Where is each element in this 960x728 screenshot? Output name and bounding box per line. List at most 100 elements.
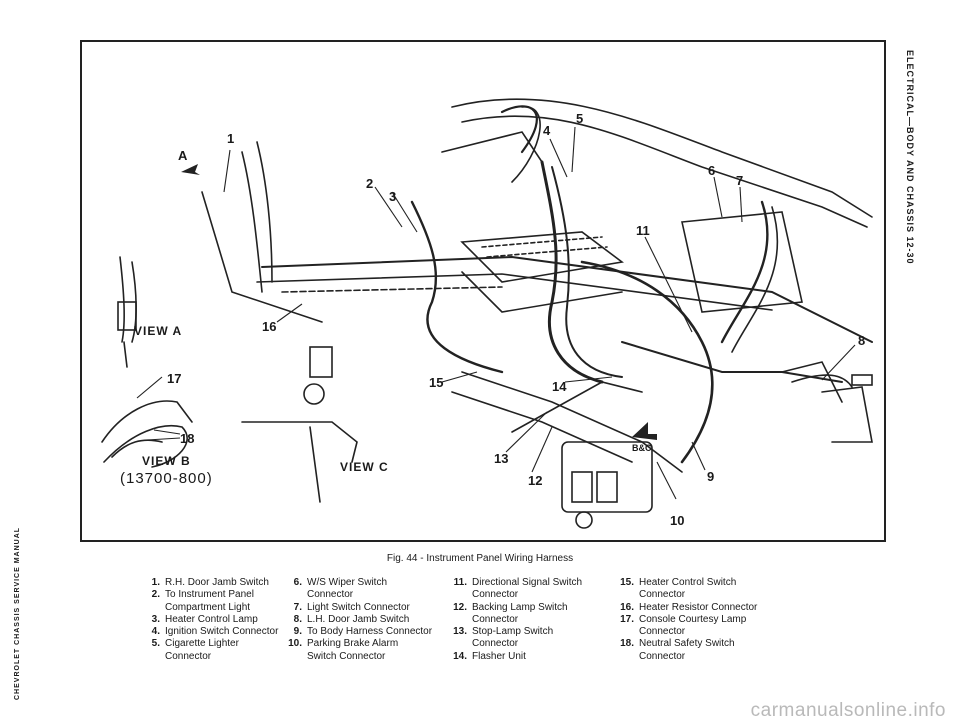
figure-frame: 1 2 3 4 5 6 7 8 9 10 11 12 13 14 15 16 1…	[80, 40, 886, 542]
legend-text: To Body Harness Connector	[307, 626, 433, 638]
legend-text: Connector	[307, 589, 354, 601]
legend-number: 3.	[151, 613, 160, 625]
legend-number	[282, 589, 307, 601]
legend-text: Directional Signal Switch	[472, 577, 583, 588]
legend-number: 2.	[151, 589, 160, 601]
legend-text: Stop-Lamp Switch	[472, 626, 554, 638]
legend-text: Switch Connector	[307, 650, 386, 662]
callout-11: 11	[636, 223, 650, 238]
legend-item: 2. To Instrument Panel	[140, 589, 278, 601]
legend-item: Connector	[614, 651, 757, 663]
view-b-model: (13700-800)	[120, 470, 213, 487]
legend-text: Connector	[639, 589, 686, 601]
legend-text: Neutral Safety Switch	[639, 638, 735, 650]
legend-number: 18.	[620, 638, 634, 650]
arrow-bc-label: B&C	[632, 443, 652, 453]
legend-text: Console Courtesy Lamp	[639, 613, 747, 625]
view-c-label: VIEW C	[340, 460, 389, 474]
callout-17: 17	[167, 371, 182, 386]
legend-item: 13. Stop-Lamp Switch	[447, 626, 582, 638]
legend-item: Switch Connector	[282, 651, 432, 663]
legend-item: 4. Ignition Switch Connector	[140, 626, 279, 638]
legend-item: 15.Heater Control Switch	[614, 577, 757, 589]
legend-item: 5. Cigarette Lighter	[140, 638, 278, 650]
legend-text: L.H. Door Jamb Switch	[307, 613, 410, 625]
legend-number	[140, 651, 165, 663]
legend-number: 17.	[620, 613, 634, 625]
legend-number: 15.	[620, 577, 634, 588]
legend-item: 3. Heater Control Lamp	[140, 614, 278, 626]
view-b-label: VIEW B	[142, 454, 191, 468]
legend-item: Compartment Light	[140, 602, 278, 614]
legend-text: Connector	[165, 650, 212, 662]
callout-12: 12	[528, 473, 543, 488]
legend-item: Connector	[282, 589, 432, 601]
callout-15: 15	[429, 375, 444, 390]
legend-text: To Instrument Panel	[165, 589, 254, 601]
legend-item: 12.Backing Lamp Switch	[447, 602, 582, 614]
legend-item: Connector	[447, 589, 582, 601]
callout-9: 9	[707, 469, 715, 484]
legend-item: 14.Flasher Unit	[447, 651, 582, 663]
legend-text: Heater Control Lamp	[165, 613, 258, 625]
legend-number: 16.	[620, 601, 634, 613]
side-header-right: ELECTRICAL—BODY AND CHASSIS 12-30	[905, 50, 915, 265]
legend-text: Light Switch Connector	[307, 601, 410, 613]
legend-text: R.H. Door Jamb Switch	[165, 577, 269, 588]
legend-number: 9.	[293, 626, 302, 638]
legend-number	[282, 651, 307, 663]
callout-2: 2	[366, 176, 374, 191]
legend-text: Cigarette Lighter	[165, 638, 239, 650]
legend-number	[614, 589, 639, 601]
legend-item: Connector	[447, 638, 582, 650]
legend-item: 11. Directional Signal Switch	[447, 577, 582, 589]
callout-8: 8	[858, 333, 866, 348]
legend-text: Heater Resistor Connector	[639, 601, 758, 613]
legend-number: 4.	[151, 626, 160, 638]
legend-number: 8.	[293, 613, 302, 625]
legend-text: Connector	[639, 626, 686, 638]
legend-text: Parking Brake Alarm	[307, 638, 399, 650]
legend-item: 7.Light Switch Connector	[282, 602, 432, 614]
legend-number: 12.	[453, 601, 467, 613]
callout-1: 1	[227, 131, 235, 146]
legend-number: 13.	[453, 626, 467, 638]
legend-text: Ignition Switch Connector	[165, 626, 279, 638]
callout-5: 5	[576, 111, 584, 126]
legend-item: 17. Console Courtesy Lamp	[614, 614, 757, 626]
legend-item: 8. L.H. Door Jamb Switch	[282, 614, 432, 626]
legend-number	[140, 602, 165, 614]
legend-column: 1. R.H. Door Jamb Switch 2. To Instrument P…	[140, 577, 279, 663]
legend-number	[614, 651, 639, 663]
legend-number: 5.	[151, 638, 160, 650]
callout-6: 6	[708, 163, 716, 178]
figure-caption: Fig. 44 - Instrument Panel Wiring Harnes…	[386, 553, 574, 564]
legend-item: Connector	[140, 651, 278, 663]
legend-item: 16. Heater Resistor Connector	[614, 602, 757, 614]
legend-text: Connector	[472, 589, 519, 601]
legend-item: Connector	[447, 614, 582, 626]
legend-item: Connector	[614, 589, 757, 601]
callout-7: 7	[736, 173, 744, 188]
legend-number: 14.	[453, 650, 467, 662]
legend-text: Connector	[472, 613, 519, 625]
arrow-a-label: A	[178, 148, 188, 163]
legend-number	[614, 626, 639, 638]
callout-18: 18	[180, 431, 195, 446]
legend-item: 6. W/S Wiper Switch	[282, 577, 432, 589]
legend-number	[447, 614, 472, 626]
legend-number: 6.	[293, 577, 302, 588]
legend-number: 11.	[453, 577, 467, 588]
legend-number: 10.	[288, 638, 302, 650]
legend-number	[447, 589, 472, 601]
callout-16: 16	[262, 319, 277, 334]
wiring-illustration	[101, 98, 873, 529]
callout-13: 13	[494, 451, 509, 466]
legend-item: 9. To Body Harness Connector	[282, 626, 432, 638]
legend-text: W/S Wiper Switch	[307, 577, 388, 588]
callout-4: 4	[543, 123, 551, 138]
legend-number: 1.	[151, 577, 160, 588]
legend-text: Connector	[639, 650, 686, 662]
view-a-label: VIEW A	[134, 324, 183, 338]
